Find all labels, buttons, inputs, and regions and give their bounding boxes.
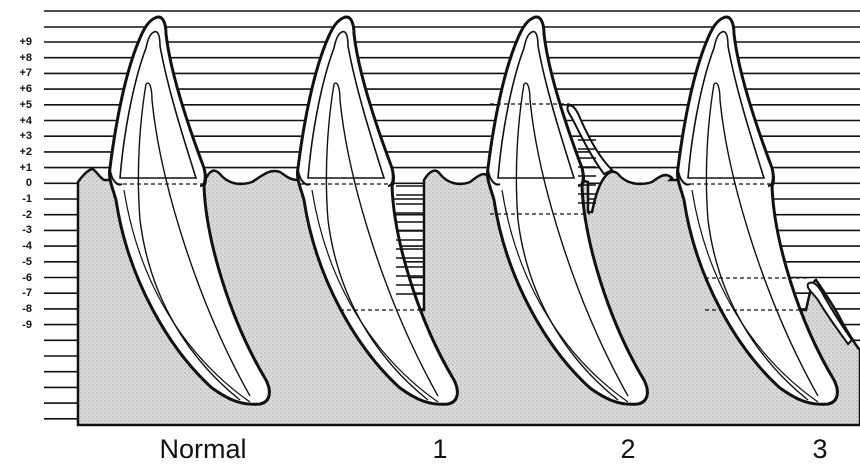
scale-label: +5	[4, 99, 32, 111]
scale-label: -3	[4, 224, 32, 236]
scale-label: -2	[4, 209, 32, 221]
scale-label: -9	[4, 319, 32, 331]
caption-stage-2: 2	[608, 434, 648, 465]
scale-label: -1	[4, 193, 32, 205]
scale-label: 0	[4, 177, 32, 189]
scale-label: +4	[4, 115, 32, 127]
scale-label: -6	[4, 272, 32, 284]
scale-label: +6	[4, 83, 32, 95]
scale-label: +7	[4, 67, 32, 79]
caption-stage-1: 1	[420, 434, 460, 465]
scale-label: +3	[4, 130, 32, 142]
scale-label: +9	[4, 36, 32, 48]
caption-stage-3: 3	[800, 434, 840, 465]
scale-label: -4	[4, 240, 32, 252]
scale-label: -5	[4, 256, 32, 268]
caption-normal: Normal	[148, 434, 258, 465]
scale-label: +1	[4, 162, 32, 174]
scale-label: +2	[4, 146, 32, 158]
scale-label: -8	[4, 303, 32, 315]
scale-label: -7	[4, 287, 32, 299]
scale-label: +8	[4, 52, 32, 64]
